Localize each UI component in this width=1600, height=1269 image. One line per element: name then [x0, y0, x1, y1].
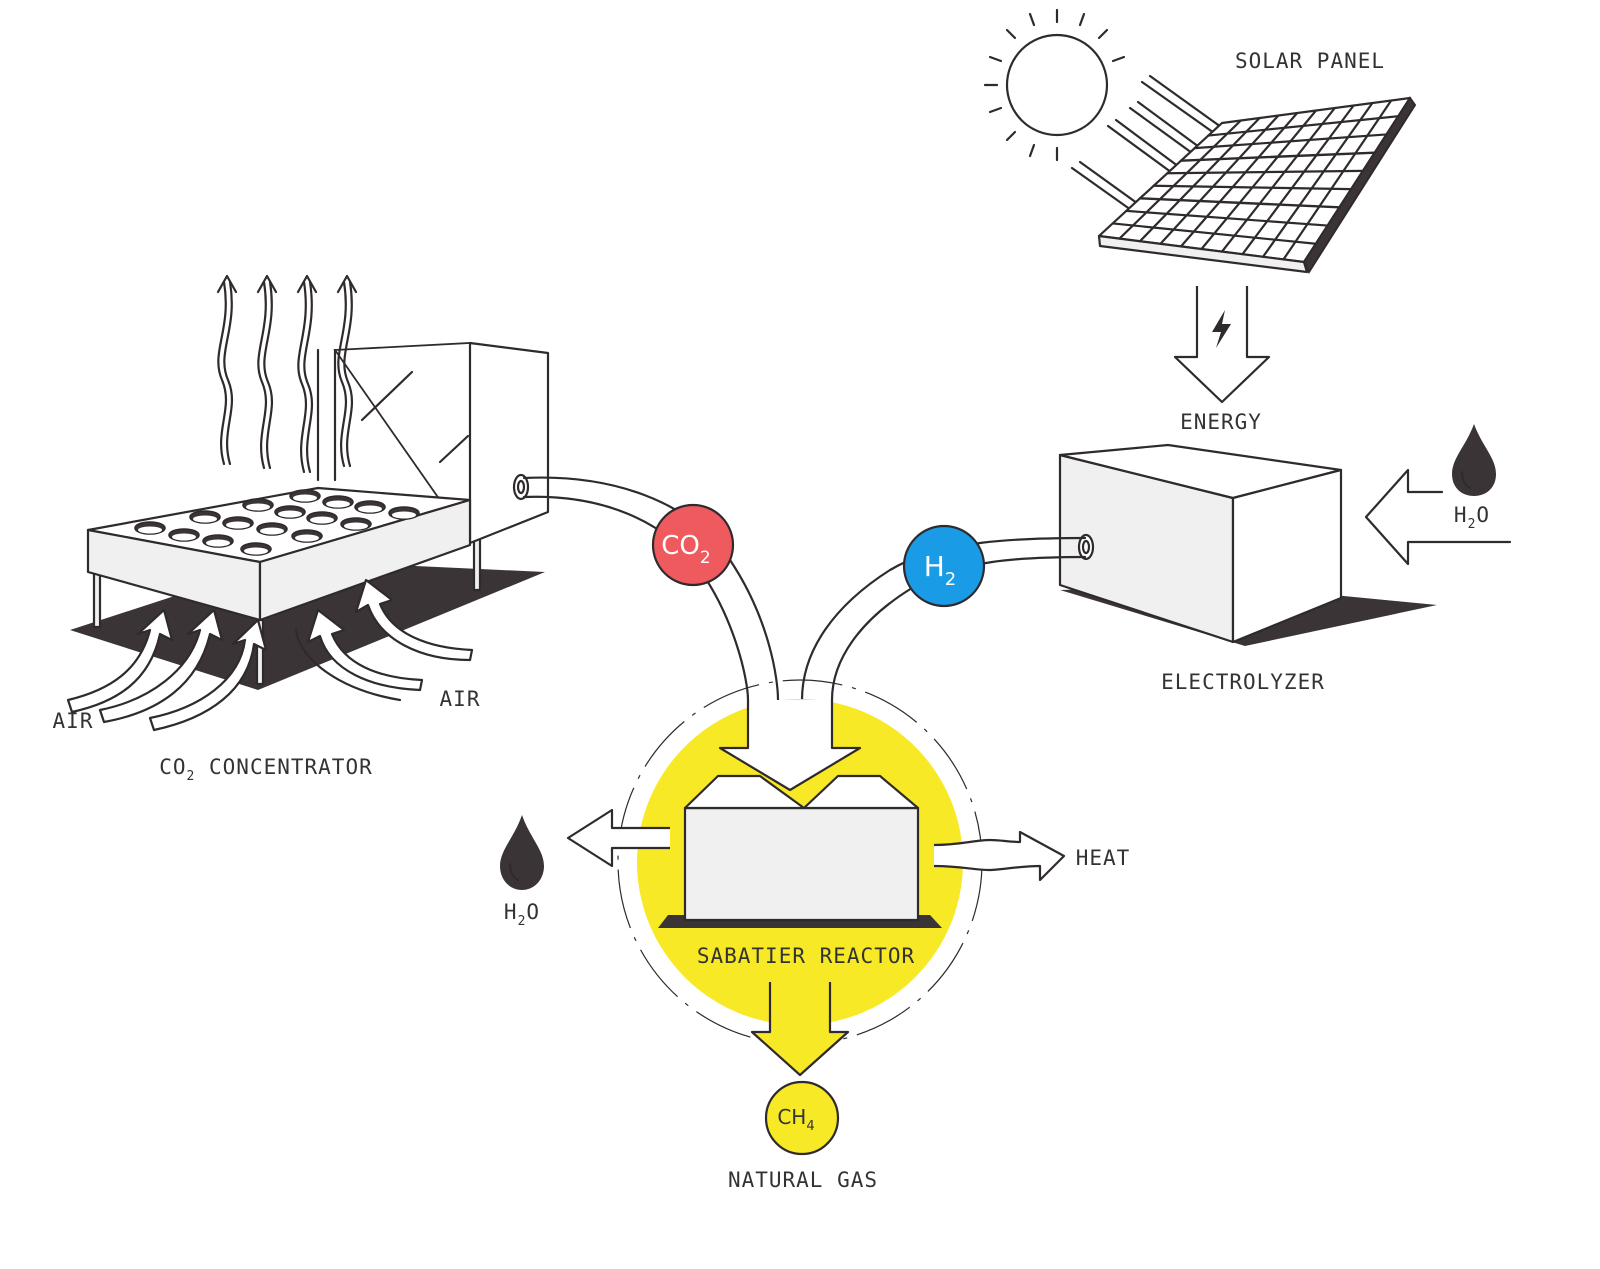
co2-badge: CO2 — [651, 503, 735, 587]
exhaust-arrows — [216, 274, 358, 474]
h2-badge: H2 — [902, 524, 986, 608]
energy-label: ENERGY — [1180, 410, 1262, 434]
air-right-label: AIR — [440, 687, 481, 711]
water-in-label: H2O — [1454, 503, 1490, 532]
natural-gas-label: NATURAL GAS — [728, 1168, 878, 1192]
co2-concentrator — [70, 341, 550, 690]
sun-icon — [983, 8, 1126, 162]
heat-arrow — [933, 830, 1066, 882]
solar-panel — [1097, 96, 1417, 275]
svg-text:CH4: CH4 — [777, 1105, 814, 1134]
water-drop-icon — [1452, 424, 1496, 496]
co2-pipe — [522, 476, 780, 702]
water-out-arrow — [566, 808, 670, 868]
co2-concentrator-label: CO2 CONCENTRATOR — [159, 755, 373, 784]
natural-gas-arrow — [750, 982, 850, 1077]
electrolyzer-label: ELECTROLYZER — [1161, 670, 1325, 694]
air-intake-arrows — [66, 578, 474, 732]
sabatier-reactor — [658, 774, 942, 928]
electrolyzer — [1058, 443, 1437, 646]
energy-arrow — [1173, 286, 1271, 404]
air-left-label: AIR — [53, 709, 94, 733]
water-in-arrow — [1364, 468, 1512, 566]
inflow-arrow — [718, 700, 862, 792]
solar-panel-label: SOLAR PANEL — [1235, 49, 1385, 73]
heat-label: HEAT — [1076, 846, 1131, 870]
ch4-badge: CH4 — [764, 1080, 840, 1156]
water-drop-icon — [500, 815, 544, 890]
svg-text:CO2: CO2 — [661, 531, 710, 568]
svg-text:H2: H2 — [924, 550, 957, 590]
sabatier-reactor-label: SABATIER REACTOR — [697, 944, 915, 968]
lightning-icon — [1212, 310, 1231, 348]
water-out-label: H2O — [504, 900, 540, 929]
